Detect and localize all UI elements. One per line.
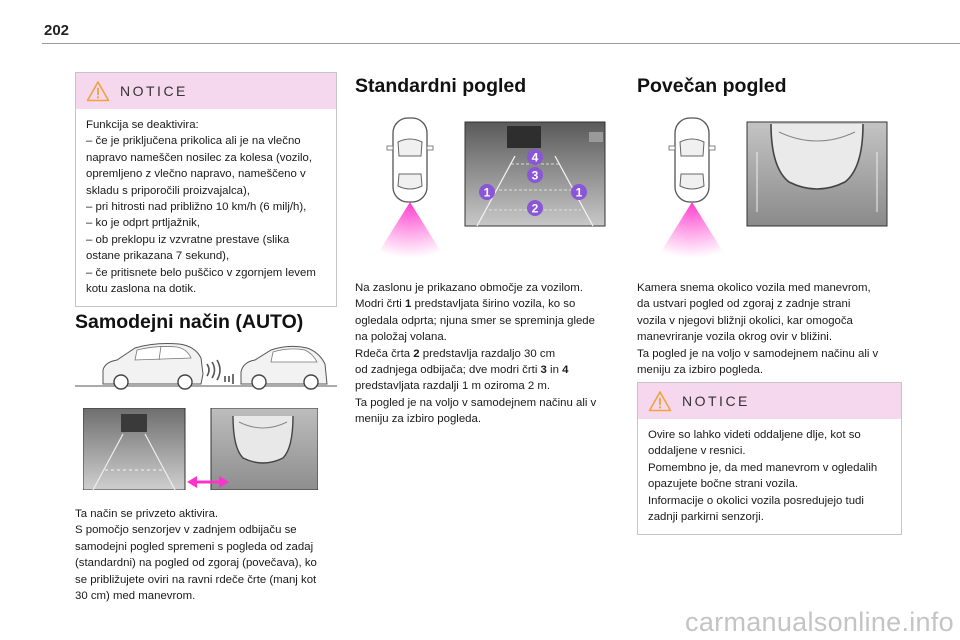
- notice-line: Ovire so lahko videti oddaljene dlje, ko…: [648, 429, 861, 441]
- zoom-view-text: Kamera snema okolico vozila med manevrom…: [637, 280, 899, 378]
- paragraph-line: meniju za izbiro pogleda.: [355, 411, 617, 427]
- notice-line: – ko je odprt prtljažnik,: [86, 217, 200, 230]
- heading-zoom-view: Povečan pogled: [637, 75, 787, 97]
- marker-3: 3: [527, 167, 543, 183]
- marker-label: 1: [576, 186, 583, 200]
- heading-standard-view: Standardni pogled: [355, 75, 527, 97]
- notice-box-deactivation: NOTICE Funkcija se deaktivira: – če je p…: [75, 72, 337, 308]
- reference-number: 4: [562, 364, 569, 377]
- auto-mode-camera-images: [83, 408, 318, 490]
- marker-label: 3: [532, 169, 539, 183]
- notice-line: opazujete bočne strani vozila.: [648, 478, 799, 491]
- notice-line: – ob preklopu iz vzvratne prestave (slik…: [86, 233, 290, 246]
- notice-line: oddaljene v resnici.: [648, 445, 746, 458]
- paragraph-line: meniju za izbiro pogleda.: [637, 364, 764, 377]
- marker-label: 2: [532, 202, 539, 216]
- text-segment: predstavljata razdalji 1 m oziroma 2 m.: [355, 380, 550, 393]
- reference-number: 3: [540, 364, 547, 377]
- paragraph-line: samodejni pogled spremeni s pogleda od z…: [75, 540, 314, 553]
- notice-line: zadnji parkirni senzorji.: [648, 511, 764, 524]
- page-number: 202: [44, 22, 70, 39]
- paragraph-line: se približujete oviri na ravni rdeče črt…: [75, 573, 317, 586]
- text-segment: od zadnjega odbijača; dve modri črti: [355, 364, 541, 377]
- car-top-view-icon: [386, 117, 434, 203]
- text-segment: in: [546, 364, 563, 377]
- text-segment: na položaj volana.: [355, 331, 447, 344]
- header-rule: [42, 43, 960, 44]
- cars-side-illustration: [75, 343, 337, 390]
- paragraph-line: Ta pogled je na voljo v samodejnem način…: [637, 347, 879, 360]
- marker-label: 4: [532, 151, 539, 165]
- notice-line: napravo nameščen nosilec za kolesa (vozi…: [86, 151, 313, 164]
- notice-line: – pri hitrosti nad približno 10 km/h (6 …: [86, 201, 307, 214]
- notice-body: Ovire so lahko videti oddaljene dlje, ko…: [638, 419, 901, 534]
- text-segment: Na zaslonu je prikazano območje za vozil…: [355, 282, 583, 294]
- auto-mode-text: Ta način se privzeto aktivira. S pomočjo…: [75, 506, 337, 604]
- text-segment: predstavljata širino vozila, ko so: [411, 298, 576, 311]
- marker-1-left: 1: [479, 184, 495, 200]
- standard-view-illustration: 1 2 3 4 1: [379, 117, 606, 258]
- text-segment: Ta pogled je na voljo v samodejnem način…: [355, 396, 597, 409]
- notice-line: – če pritisnete belo puščico v zgornjem …: [86, 266, 316, 279]
- reference-number: 1: [405, 298, 412, 311]
- notice-line: Pomembno je, da med manevrom v ogledalih: [648, 461, 878, 474]
- paragraph-line: da ustvari pogled od zgoraj z zadnje str…: [637, 298, 851, 311]
- notice-line: ostane prikazana 7 sekund),: [86, 250, 230, 263]
- double-arrow-icon: [187, 476, 229, 488]
- paragraph-line: manevriranje vozila okrog ovir v bližini…: [637, 331, 832, 344]
- paragraph-line: Rdeča črta 2 predstavlja razdaljo 30 cm: [355, 346, 617, 362]
- notice-line: kotu zaslona na dotik.: [86, 283, 197, 296]
- marker-2: 2: [527, 200, 543, 216]
- marker-1-right: 1: [571, 184, 587, 200]
- marker-4: 4: [527, 149, 543, 165]
- paragraph-line: ogledala odprta; njuna smer se spreminja…: [355, 313, 617, 329]
- notice-line: skladu s priporočili proizvajalca),: [86, 184, 250, 197]
- paragraph-line: Na zaslonu je prikazano območje za vozil…: [355, 280, 617, 296]
- notice-line: Informacije o okolici vozila posredujejo…: [648, 494, 864, 507]
- notice-line: opremljeno z vlečno napravo, nameščeno v: [86, 168, 306, 181]
- zoom-view-illustration: [661, 117, 888, 258]
- paragraph-line: Ta pogled je na voljo v samodejnem način…: [355, 395, 617, 411]
- warning-triangle-icon: [648, 391, 672, 412]
- notice-box-warning: NOTICE Ovire so lahko videti oddaljene d…: [637, 382, 902, 536]
- notice-header: NOTICE: [638, 383, 901, 419]
- paragraph-line: S pomočjo senzorjev v zadnjem odbijaču s…: [75, 524, 297, 537]
- paragraph-line: Kamera snema okolico vozila med manevrom…: [637, 282, 871, 294]
- paragraph-line: predstavljata razdalji 1 m oziroma 2 m.: [355, 378, 617, 394]
- text-segment: predstavlja razdaljo 30 cm: [419, 347, 556, 360]
- warning-triangle-icon: [86, 81, 110, 102]
- column-left: NOTICE Funkcija se deaktivira: – če je p…: [75, 72, 337, 602]
- text-segment: Modri črti: [355, 298, 405, 311]
- standard-view-text: Na zaslonu je prikazano območje za vozil…: [355, 280, 617, 428]
- notice-title: NOTICE: [120, 83, 188, 99]
- paragraph-line: (standardni) na pogled od zgoraj (poveča…: [75, 557, 317, 570]
- notice-header: NOTICE: [76, 73, 336, 109]
- paragraph-line: 30 cm) med manevrom.: [75, 590, 196, 603]
- text-segment: ogledala odprta; njuna smer se spreminja…: [355, 314, 595, 327]
- watermark-text: carmanualsonline.info: [685, 607, 954, 637]
- text-segment: meniju za izbiro pogleda.: [355, 413, 482, 426]
- paragraph-line: Ta način se privzeto aktivira.: [75, 508, 219, 520]
- notice-body: Funkcija se deaktivira: – če je priključ…: [76, 109, 336, 306]
- paragraph-line: od zadnjega odbijača; dve modri črti 3 i…: [355, 362, 617, 378]
- paragraph-line: vozila v njegovi bližnji okolici, kar om…: [637, 314, 853, 327]
- notice-line: Funkcija se deaktivira:: [86, 119, 199, 131]
- notice-title: NOTICE: [682, 393, 750, 409]
- notice-line: – če je priključena prikolica ali je na …: [86, 135, 301, 148]
- paragraph-line: Modri črti 1 predstavljata širino vozila…: [355, 296, 617, 312]
- marker-label: 1: [484, 186, 491, 200]
- reference-number: 2: [413, 347, 420, 360]
- paragraph-line: na položaj volana.: [355, 329, 617, 345]
- heading-auto-mode: Samodejni način (AUTO): [75, 311, 304, 333]
- car-top-view-icon: [668, 117, 716, 203]
- text-segment: Rdeča črta: [355, 347, 414, 360]
